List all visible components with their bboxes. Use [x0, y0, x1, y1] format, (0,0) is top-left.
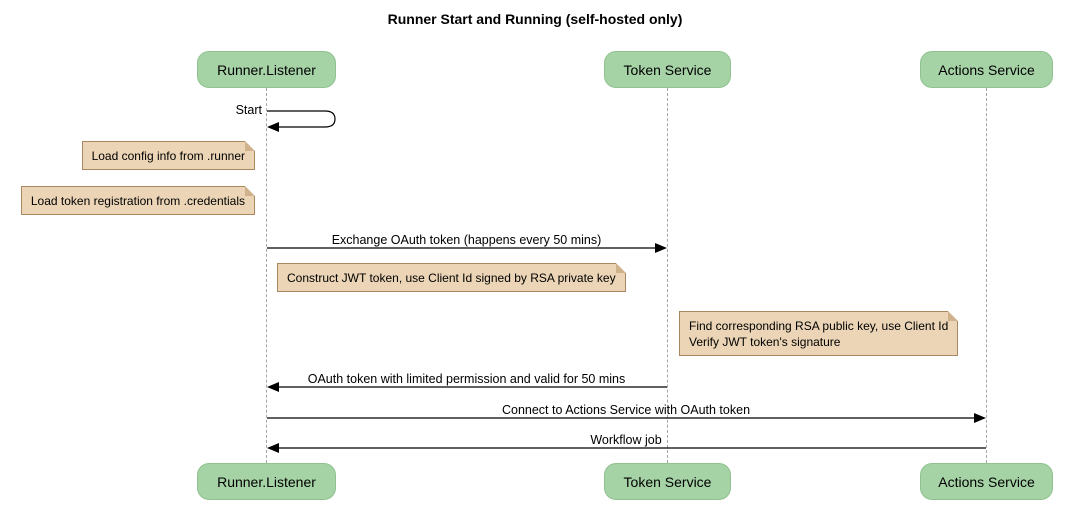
message-label-connect-actions: Connect to Actions Service with OAuth to…: [501, 403, 751, 417]
participant-runner-listener-bottom: Runner.Listener: [197, 463, 336, 500]
note-construct-jwt: Construct JWT token, use Client Id signe…: [277, 263, 626, 292]
message-label-workflow-job: Workflow job: [590, 433, 662, 447]
participant-runner-listener-top: Runner.Listener: [197, 51, 336, 88]
diagram-title: Runner Start and Running (self-hosted on…: [387, 11, 683, 27]
note-text-line1: Find corresponding RSA public key, use C…: [689, 319, 949, 333]
note-load-config: Load config info from .runner: [81, 141, 256, 170]
note-text: Load token registration from .credential…: [30, 194, 245, 208]
participant-label: Token Service: [623, 61, 712, 78]
message-label-oauth-return: OAuth token with limited permission and …: [307, 372, 626, 386]
note-text-line2: Verify JWT token's signature: [689, 335, 841, 349]
participant-actions-service-top: Actions Service: [920, 51, 1053, 88]
note-text: Construct JWT token, use Client Id signe…: [287, 271, 616, 285]
lifeline-runner-listener: [266, 88, 267, 463]
arrow-start-self: [267, 110, 336, 128]
note-find-rsa: Find corresponding RSA public key, use C…: [679, 311, 959, 356]
message-label-start: Start: [235, 103, 262, 117]
participant-label: Actions Service: [938, 61, 1035, 78]
lifeline-actions-service: [986, 88, 987, 463]
message-label-exchange-oauth: Exchange OAuth token (happens every 50 m…: [331, 233, 602, 247]
participant-label: Runner.Listener: [217, 473, 316, 490]
arrowhead-start-self: [267, 122, 279, 132]
participant-token-service-top: Token Service: [604, 51, 731, 88]
lifeline-token-service: [667, 88, 668, 463]
participant-actions-service-bottom: Actions Service: [920, 463, 1053, 500]
note-text: Load config info from .runner: [91, 149, 245, 163]
participant-label: Runner.Listener: [217, 61, 316, 78]
participant-label: Actions Service: [938, 473, 1035, 490]
note-load-credentials: Load token registration from .credential…: [20, 186, 256, 215]
participant-label: Token Service: [623, 473, 712, 490]
participant-token-service-bottom: Token Service: [604, 463, 731, 500]
